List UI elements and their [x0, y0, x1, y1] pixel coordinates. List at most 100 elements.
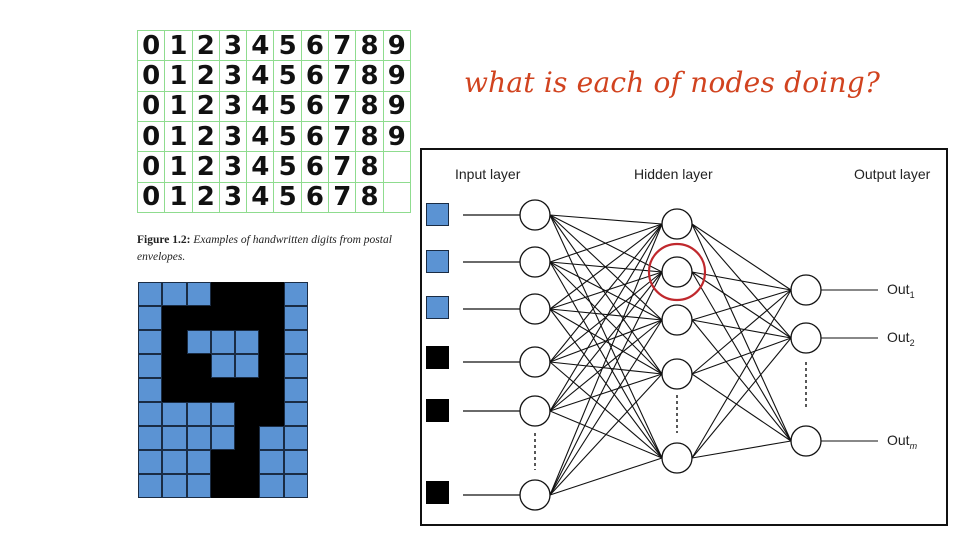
digit-cell: 7 [329, 91, 357, 122]
digit-cell: 4 [247, 61, 275, 92]
pixel-on [162, 402, 187, 426]
edge [549, 271, 663, 496]
pixel-on [283, 330, 308, 354]
output-label-base: Out [887, 329, 910, 345]
pixel-on [162, 426, 187, 450]
digit-cell: 6 [301, 31, 330, 62]
digit-cell: 1 [165, 182, 193, 213]
digit-cell: 4 [247, 122, 275, 153]
digit-cell: 7 [329, 122, 357, 153]
pixel-on [235, 330, 260, 354]
digit-cell: 9 [383, 91, 411, 122]
pixel-off [210, 378, 236, 402]
output-label-subscript: 2 [909, 337, 915, 348]
digit-cell: 8 [356, 182, 384, 213]
highlight-circle [647, 242, 707, 302]
digit-cell: 5 [274, 61, 302, 92]
edge [691, 223, 792, 291]
pixel-on [138, 282, 163, 306]
digit-cell: 3 [219, 182, 248, 213]
input-layer-label: Input layer [455, 166, 521, 182]
digit-cell: 4 [247, 152, 275, 183]
pixel-on [186, 330, 211, 354]
digit-cell: 7 [329, 31, 357, 62]
digit-cell: 2 [192, 122, 220, 153]
pixel-on [138, 306, 163, 330]
digit-cell: 8 [356, 61, 384, 92]
pixel-on [138, 354, 163, 378]
input-pixel-on-swatch [426, 250, 449, 273]
edge [549, 319, 663, 412]
pixel-on [138, 402, 163, 426]
digit-cell [383, 182, 411, 213]
edge [549, 373, 663, 496]
output-label: Outm [887, 432, 917, 451]
pixel-on [138, 330, 163, 354]
pixel-on [138, 426, 163, 450]
output-node [790, 322, 822, 354]
edge [549, 373, 663, 412]
edge [549, 361, 663, 375]
edge [549, 271, 663, 412]
digit-cell: 6 [301, 61, 330, 92]
digit-cell: 6 [301, 91, 330, 122]
pixel-on [162, 450, 187, 474]
edge [549, 223, 663, 310]
edge [549, 308, 663, 321]
edge [691, 319, 792, 442]
pixel-on [283, 426, 308, 450]
digit-cell: 0 [138, 61, 166, 92]
digit-cell: 8 [356, 31, 384, 62]
input-node [519, 346, 551, 378]
pixel-on [210, 402, 236, 426]
digit-cell: 4 [247, 31, 275, 62]
input-pixel-off-swatch [426, 346, 449, 369]
digit-cell: 0 [138, 122, 166, 153]
pixel-off [259, 282, 284, 306]
pixel-off [162, 306, 187, 330]
digit-cell: 8 [356, 91, 384, 122]
pixel-on [259, 474, 284, 498]
pixel-off [162, 354, 187, 378]
edge [691, 289, 792, 375]
edge [549, 457, 663, 496]
edge [549, 214, 663, 225]
pixel-digit-grid [138, 282, 308, 498]
edge [691, 337, 792, 459]
digit-cell: 6 [301, 152, 330, 183]
digit-cell: 0 [138, 91, 166, 122]
edge [549, 271, 663, 310]
pixel-on [162, 282, 187, 306]
pixel-off [259, 378, 284, 402]
pixel-off [210, 450, 236, 474]
digit-cell: 3 [219, 91, 248, 122]
caption-text: Examples of handwritten digits from post… [137, 234, 392, 263]
pixel-on [138, 474, 163, 498]
pixel-on [283, 378, 308, 402]
pixel-on [138, 450, 163, 474]
digit-cell: 1 [165, 31, 193, 62]
pixel-on [186, 474, 211, 498]
pixel-on [186, 426, 211, 450]
digit-cell: 8 [356, 152, 384, 183]
digit-cell: 0 [138, 152, 166, 183]
pixel-off [235, 450, 260, 474]
pixel-on [259, 450, 284, 474]
digit-cell: 1 [165, 152, 193, 183]
digit-cell: 2 [192, 91, 220, 122]
pixel-off [210, 474, 236, 498]
digit-cell: 1 [165, 122, 193, 153]
pixel-on [138, 378, 163, 402]
edge [691, 271, 792, 291]
digit-cell: 5 [274, 91, 302, 122]
output-label-subscript: m [909, 440, 918, 451]
pixel-on [210, 426, 236, 450]
digit-cell: 5 [274, 152, 302, 183]
digit-cell: 5 [274, 122, 302, 153]
input-pixel-on-swatch [426, 296, 449, 319]
digit-cell: 6 [301, 182, 330, 213]
pixel-on [283, 354, 308, 378]
